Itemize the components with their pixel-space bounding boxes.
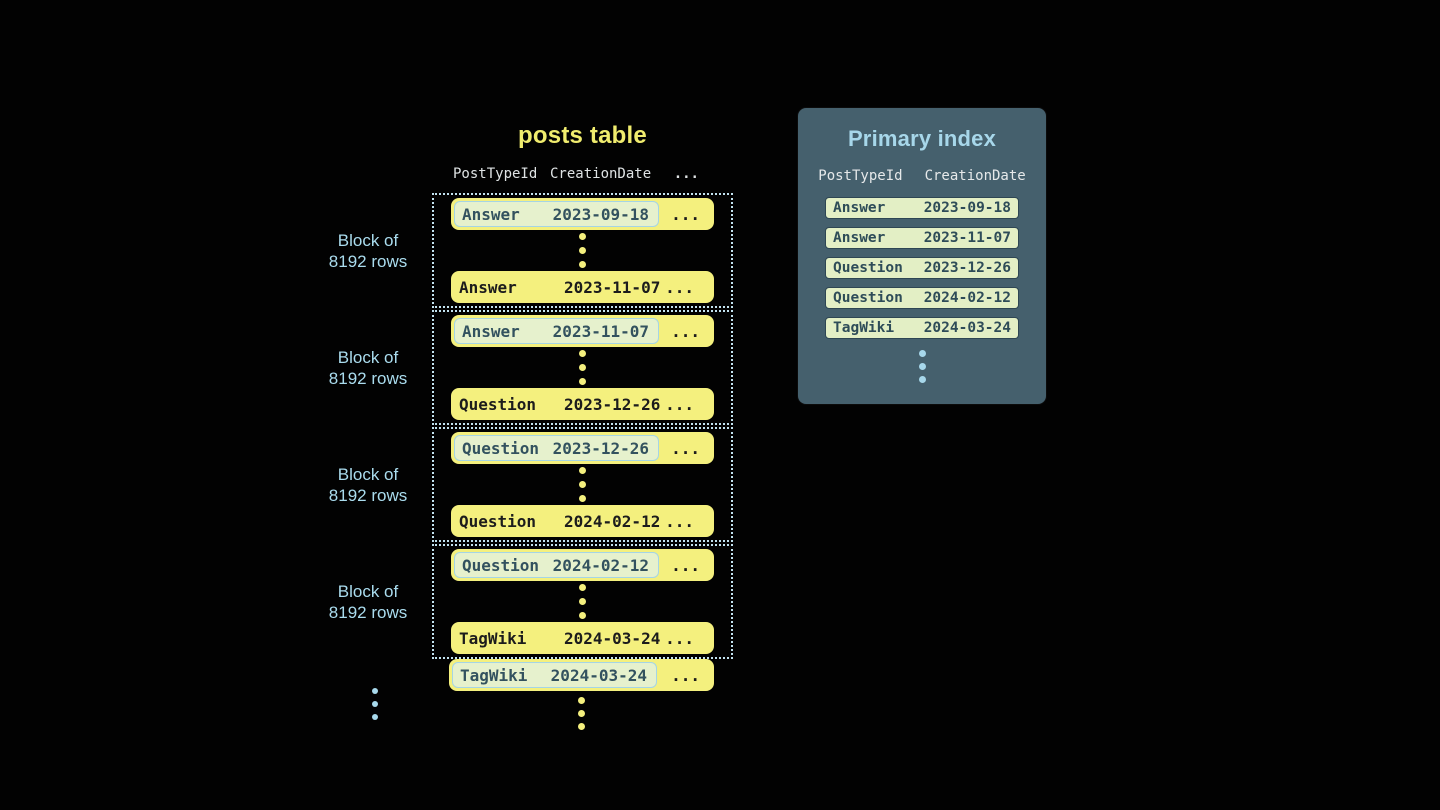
cell-more: ... <box>671 438 700 458</box>
index-row: Question 2023-12-26 <box>825 257 1019 279</box>
cell-creationdate: 2023-12-26 <box>923 260 1011 276</box>
index-highlight-box: TagWiki 2024-03-24 <box>452 662 657 688</box>
cell-creationdate: 2023-11-07 <box>552 321 649 341</box>
cell-creationdate: 2024-02-12 <box>923 290 1011 306</box>
index-highlight-box: Question 2023-12-26 <box>454 435 659 461</box>
primary-index-panel: Primary index PostTypeId CreationDate An… <box>798 108 1046 404</box>
cell-posttypeid: Answer <box>833 230 886 246</box>
cell-posttypeid: Answer <box>462 321 520 341</box>
block-label-line2: 8192 rows <box>328 251 408 271</box>
column-header-creationdate: CreationDate <box>550 166 652 182</box>
index-row: TagWiki 2024-03-24 <box>825 317 1019 339</box>
vertical-ellipsis-icon <box>451 464 714 505</box>
block-label-line1: Block of <box>337 581 399 601</box>
table-row-last: Question 2023-12-26 ... <box>451 388 714 420</box>
cell-creationdate: 2024-03-24 <box>550 665 647 685</box>
table-row-first: Answer 2023-11-07 ... <box>451 315 714 347</box>
column-header-posttypeid: PostTypeId <box>818 168 903 184</box>
cell-posttypeid: Answer <box>462 204 520 224</box>
cell-more: ... <box>671 665 700 685</box>
table-row-last: Question 2024-02-12 ... <box>451 505 714 537</box>
block-outline-3: Question 2023-12-26 ... Question 2024-02… <box>432 427 733 542</box>
vertical-ellipsis-icon <box>451 347 714 388</box>
primary-index-title: Primary index <box>847 126 997 151</box>
next-block-first-row: TagWiki 2024-03-24 ... <box>449 659 714 691</box>
cell-posttypeid: Question <box>833 260 903 276</box>
block-label-line2: 8192 rows <box>328 485 408 505</box>
cell-creationdate: 2024-02-12 <box>552 555 649 575</box>
posts-table-title: posts table <box>518 122 647 149</box>
posts-table-blocks: Answer 2023-09-18 ... Answer 2023-11-07 … <box>432 193 733 661</box>
table-row-last: TagWiki 2024-03-24 ... <box>451 622 714 654</box>
cell-more: ... <box>665 511 694 531</box>
block-outline-4: Question 2024-02-12 ... TagWiki 2024-03-… <box>432 544 733 659</box>
cell-more: ... <box>665 394 694 414</box>
cell-more: ... <box>671 321 700 341</box>
table-row-first: TagWiki 2024-03-24 ... <box>449 659 714 691</box>
posts-table-column-headers: PostTypeId CreationDate ... <box>432 166 733 182</box>
vertical-ellipsis-icon <box>578 697 585 730</box>
primary-index-column-headers: PostTypeId CreationDate <box>798 168 1046 184</box>
block-size-label: Block of 8192 rows <box>308 427 428 542</box>
index-highlight-box: Answer 2023-09-18 <box>454 201 659 227</box>
cell-more: ... <box>665 628 694 648</box>
index-row: Answer 2023-09-18 <box>825 197 1019 219</box>
block-size-label: Block of 8192 rows <box>308 310 428 425</box>
index-row: Question 2024-02-12 <box>825 287 1019 309</box>
cell-more: ... <box>671 204 700 224</box>
block-size-labels: Block of 8192 rows Block of 8192 rows Bl… <box>308 193 428 661</box>
block-label-line1: Block of <box>337 230 399 250</box>
table-row-first: Question 2024-02-12 ... <box>451 549 714 581</box>
block-label-line2: 8192 rows <box>328 368 408 388</box>
cell-creationdate: 2023-09-18 <box>923 200 1011 216</box>
cell-creationdate: 2023-12-26 <box>552 438 649 458</box>
cell-posttypeid: TagWiki <box>833 320 895 336</box>
index-row: Answer 2023-11-07 <box>825 227 1019 249</box>
primary-index-rows: Answer 2023-09-18 Answer 2023-11-07 Ques… <box>798 197 1046 339</box>
block-label-line2: 8192 rows <box>328 602 408 622</box>
cell-creationdate: 2023-12-26 <box>564 394 661 414</box>
cell-posttypeid: Answer <box>459 277 517 297</box>
cell-creationdate: 2023-09-18 <box>552 204 649 224</box>
block-outline-1: Answer 2023-09-18 ... Answer 2023-11-07 … <box>432 193 733 308</box>
index-highlight-box: Question 2024-02-12 <box>454 552 659 578</box>
cell-posttypeid: Question <box>459 394 537 414</box>
cell-creationdate: 2024-03-24 <box>923 320 1011 336</box>
vertical-ellipsis-icon <box>798 350 1046 383</box>
block-size-label: Block of 8192 rows <box>308 193 428 308</box>
block-label-line1: Block of <box>337 464 399 484</box>
vertical-ellipsis-icon <box>451 581 714 622</box>
cell-posttypeid: Question <box>833 290 903 306</box>
column-header-creationdate: CreationDate <box>924 168 1026 184</box>
table-row-first: Question 2023-12-26 ... <box>451 432 714 464</box>
cell-posttypeid: TagWiki <box>459 628 527 648</box>
cell-creationdate: 2023-11-07 <box>923 230 1011 246</box>
cell-posttypeid: Question <box>459 511 537 531</box>
cell-posttypeid: Question <box>462 555 540 575</box>
vertical-ellipsis-icon <box>451 230 714 271</box>
cell-creationdate: 2023-11-07 <box>564 277 661 297</box>
block-outline-2: Answer 2023-11-07 ... Question 2023-12-2… <box>432 310 733 425</box>
cell-posttypeid: TagWiki <box>460 665 528 685</box>
cell-creationdate: 2024-02-12 <box>564 511 661 531</box>
cell-posttypeid: Answer <box>833 200 886 216</box>
cell-posttypeid: Question <box>462 438 540 458</box>
column-header-more: ... <box>673 166 699 182</box>
cell-more: ... <box>671 555 700 575</box>
block-size-label: Block of 8192 rows <box>308 544 428 659</box>
cell-creationdate: 2024-03-24 <box>564 628 661 648</box>
index-highlight-box: Answer 2023-11-07 <box>454 318 659 344</box>
table-row-last: Answer 2023-11-07 ... <box>451 271 714 303</box>
table-row-first: Answer 2023-09-18 ... <box>451 198 714 230</box>
column-header-posttypeid: PostTypeId <box>453 166 538 182</box>
block-label-line1: Block of <box>337 347 399 367</box>
cell-more: ... <box>665 277 694 297</box>
vertical-ellipsis-icon <box>372 688 378 720</box>
